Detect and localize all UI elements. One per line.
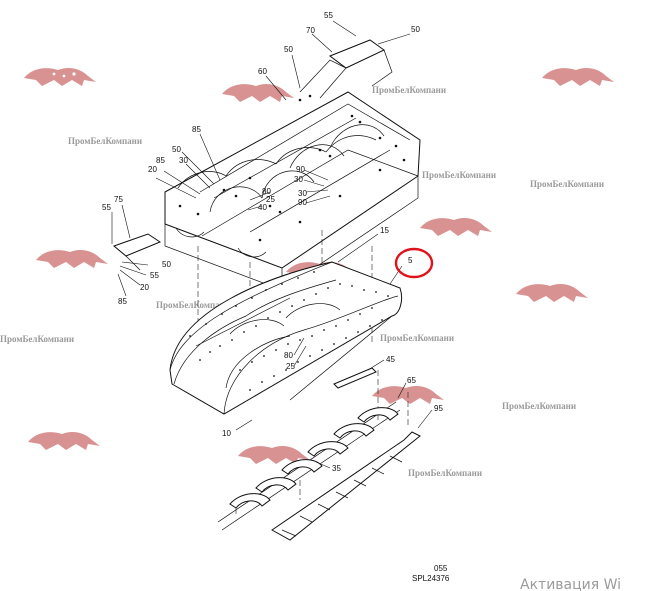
- callout-label: 65: [407, 376, 416, 385]
- callout-label: 20: [140, 283, 149, 292]
- callout-label: 45: [386, 355, 395, 364]
- callout-label: 50: [162, 260, 171, 269]
- watermark-logo-icon: [28, 432, 100, 450]
- watermark-texts: ПромБелКомпани ПромБелКомпани ПромБелКом…: [0, 85, 604, 478]
- callout-label: 50: [284, 45, 293, 54]
- callout-label: 85: [192, 125, 201, 134]
- callout-label: 35: [332, 464, 341, 473]
- watermark-text: ПромБелКомпани: [0, 334, 74, 344]
- watermark-text: ПромБелКомпани: [530, 179, 604, 189]
- watermark-logo-icon: [516, 284, 588, 302]
- watermark-logo-icon: [24, 68, 96, 86]
- callout-label: 30: [294, 175, 303, 184]
- watermark-text: ПромБелКомпани: [422, 170, 496, 180]
- callout-label: 80: [262, 187, 271, 196]
- watermark-logo-icon: [238, 446, 310, 464]
- watermark-logo-icon: [542, 68, 614, 86]
- callout-label: 70: [306, 26, 315, 35]
- callout-label: 15: [380, 226, 389, 235]
- watermark-logo-icon: [222, 84, 294, 102]
- watermark-text: ПромБелКомпани: [380, 333, 454, 343]
- callout-label: 55: [324, 11, 333, 20]
- watermark-logo-icon: [420, 218, 492, 236]
- cylinder-frame: [113, 39, 421, 291]
- callout-labels: 55 50 70 50 60 85 50 30 85 20 90 30 80 2…: [102, 11, 443, 473]
- callout-label: 95: [434, 404, 443, 413]
- callout-label: 80: [284, 351, 293, 360]
- callout-label: 5: [408, 256, 413, 265]
- callout-label: 85: [118, 297, 127, 306]
- watermark-text: ПромБелКомпани: [502, 401, 576, 411]
- watermark-text: ПромБелКомпани: [372, 85, 446, 95]
- watermark-text: ПромБелКомпани: [156, 300, 230, 310]
- callout-label: 25: [286, 362, 295, 371]
- callout-label: 20: [148, 165, 157, 174]
- leader-lines: [111, 20, 433, 469]
- callout-label: 90: [298, 198, 307, 207]
- callout-label: 90: [296, 165, 305, 174]
- callout-label: 75: [114, 195, 123, 204]
- watermark-text: ПромБелКомпани: [68, 136, 142, 146]
- concave-grate: [169, 261, 403, 415]
- callout-label: 40: [258, 203, 267, 212]
- callout-label: 55: [150, 271, 159, 280]
- highlight-circle: [394, 247, 434, 279]
- callout-label: 50: [172, 145, 181, 154]
- drawing-code-line1: 055: [434, 564, 448, 573]
- callout-label: 50: [411, 25, 420, 34]
- drawing-code: 055 SPL24376: [412, 564, 450, 583]
- watermark-logo-icon: [36, 250, 108, 268]
- callout-label: 60: [258, 67, 267, 76]
- rasp-bar-assembly: [217, 401, 421, 541]
- callout-label: 85: [156, 156, 165, 165]
- callout-label: 55: [102, 203, 111, 212]
- callout-label: 30: [298, 189, 307, 198]
- strip-part: [333, 367, 377, 389]
- watermark-text: ПромБелКомпани: [408, 468, 482, 478]
- windows-activation-notice: Активация Wi: [520, 577, 621, 591]
- drawing-code-line2: SPL24376: [412, 574, 450, 583]
- callout-label: 30: [179, 156, 188, 165]
- callout-label: 25: [266, 195, 275, 204]
- callout-label: 10: [222, 429, 231, 438]
